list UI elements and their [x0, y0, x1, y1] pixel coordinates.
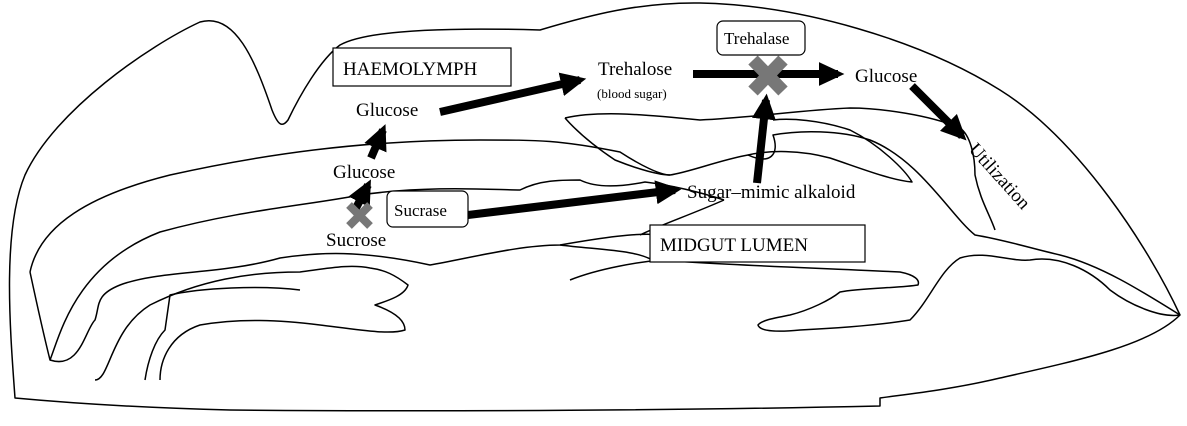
trehalose-sub-label: (blood sugar): [597, 86, 667, 101]
haemolymph-label: HAEMOLYMPH: [343, 59, 478, 80]
sucrase-label: Sucrase: [394, 201, 447, 220]
caecum-upper: [565, 108, 995, 230]
gut-upper-wall: [30, 132, 1180, 315]
body-outer-contour: [9, 3, 1180, 411]
insect-body-outline: [9, 3, 1180, 411]
gut-lower-lumen: [95, 266, 408, 380]
caecum-lower: [565, 118, 912, 182]
gut-rear-fold: [660, 255, 1180, 331]
trehalase-label: Trehalase: [724, 29, 789, 48]
arrow-glucose-to-glucose: [371, 130, 383, 158]
glucose-lower-label: Glucose: [333, 162, 395, 183]
arrow-glucose-to-utilization: [912, 86, 962, 136]
midgut-lumen-label: MIDGUT LUMEN: [660, 235, 808, 256]
trehalose-label: Trehalose: [598, 59, 672, 80]
glucose-upper-label: Glucose: [356, 100, 418, 121]
alkaloid-label: Sugar–mimic alkaloid: [687, 182, 856, 203]
gut-inner-fold-mid: [50, 234, 660, 361]
arrow-alkaloid-to-trehalase: [757, 100, 766, 183]
gut-lower-fold: [145, 288, 300, 380]
sucrose-label: Sucrose: [326, 230, 386, 251]
arrow-sucrase-to-alkaloid: [468, 190, 675, 215]
glucose-right-label: Glucose: [855, 66, 917, 87]
